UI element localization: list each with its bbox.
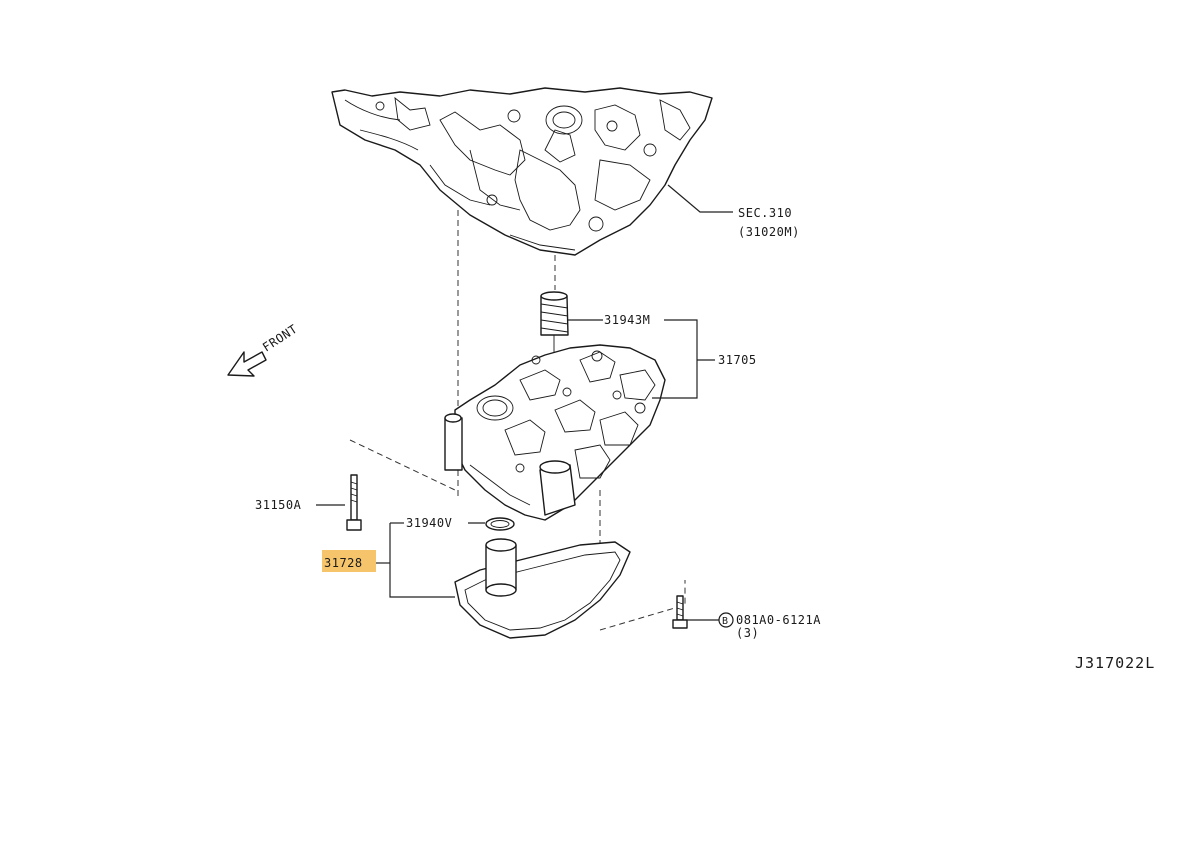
oring-part bbox=[485, 517, 515, 531]
leader-lines bbox=[316, 184, 733, 621]
spring-part bbox=[540, 291, 569, 355]
bolt-part bbox=[346, 474, 362, 531]
label-small-bolt: 081A0-6121A bbox=[736, 613, 821, 627]
label-sec-ref: SEC.310 bbox=[738, 206, 792, 220]
label-valve-body: 31705 bbox=[718, 353, 757, 367]
diagram-code: J317022L bbox=[1075, 654, 1155, 672]
bolt-marker-icon bbox=[718, 612, 734, 628]
label-strainer-highlight bbox=[322, 550, 376, 572]
label-oring: 31940V bbox=[406, 516, 452, 530]
front-arrow-icon bbox=[227, 351, 267, 377]
bolt-marker-letter: B bbox=[722, 616, 729, 627]
label-small-bolt-qty: (3) bbox=[736, 626, 759, 640]
valve-body bbox=[444, 344, 666, 521]
transmission-case bbox=[331, 87, 713, 256]
label-strainer[interactable]: 31728 bbox=[324, 556, 363, 570]
label-bolt: 31150A bbox=[255, 498, 302, 512]
label-sec-sub: (31020M) bbox=[738, 225, 800, 239]
strainer-part bbox=[454, 538, 631, 639]
front-label: FRONT bbox=[260, 322, 300, 355]
small-bolt-part bbox=[672, 595, 688, 629]
label-spring: 31943M bbox=[604, 313, 650, 327]
